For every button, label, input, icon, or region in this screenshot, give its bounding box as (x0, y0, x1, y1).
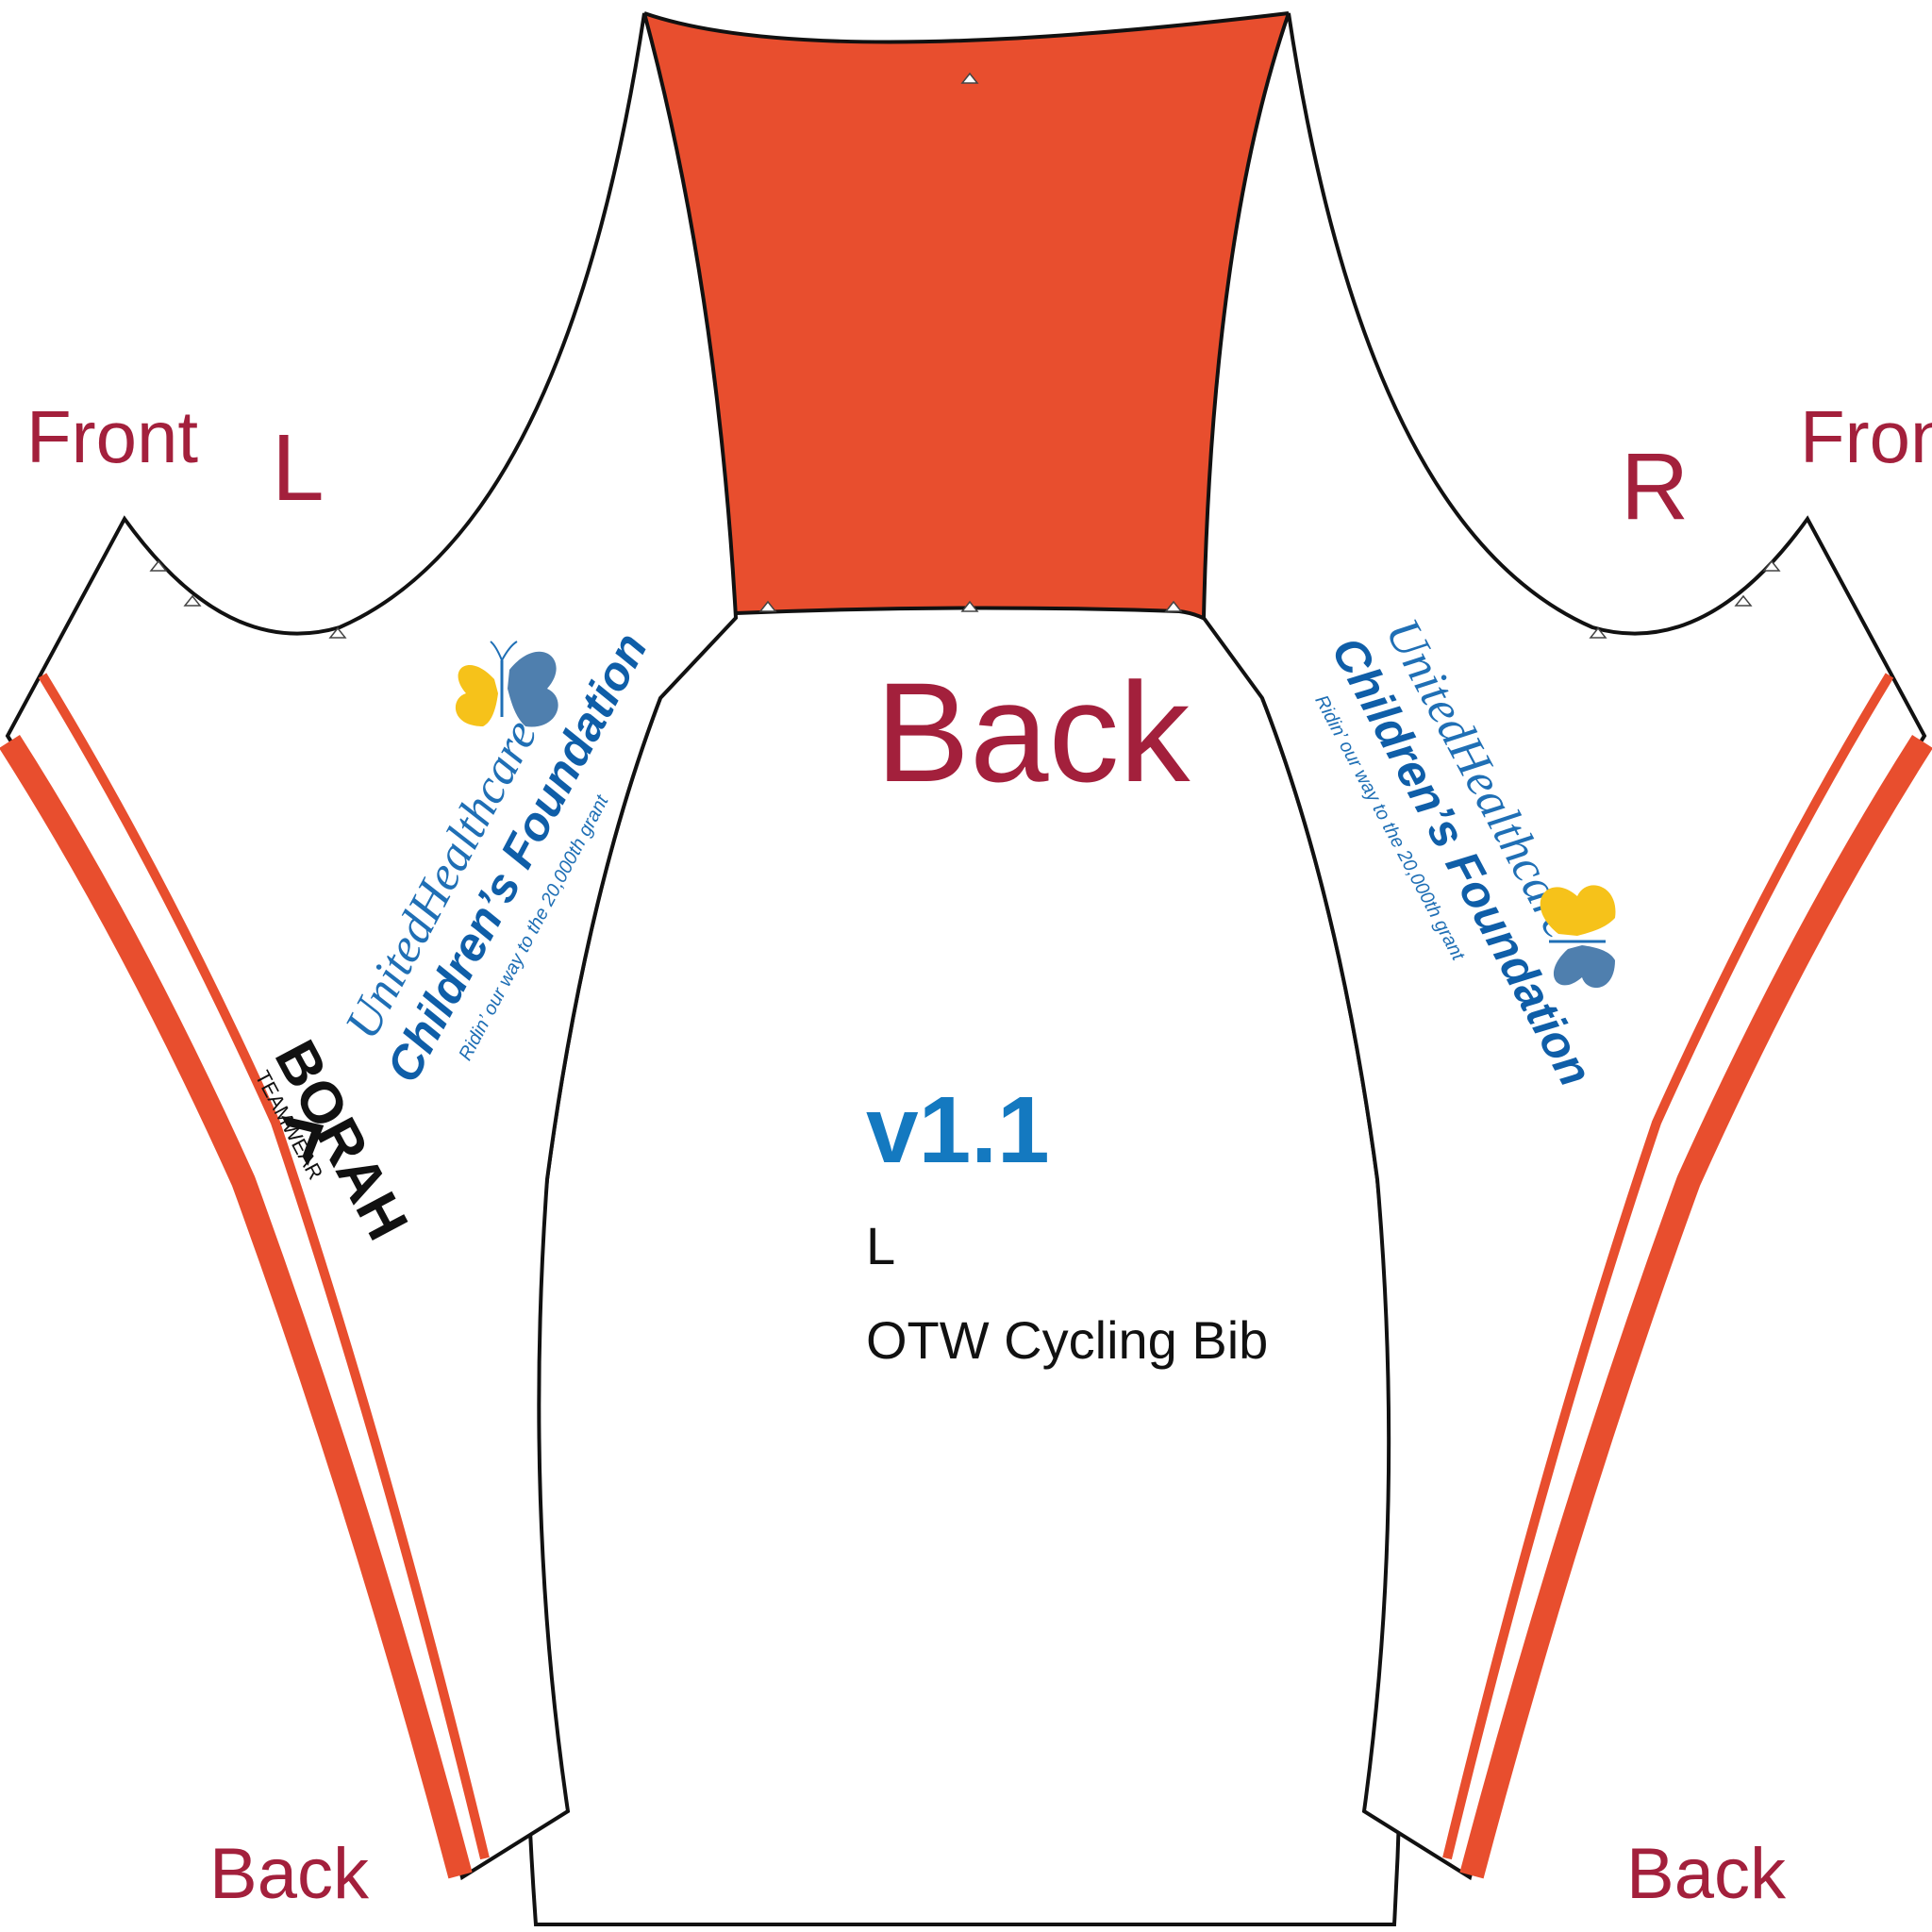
version-label: v1.1 (866, 1077, 1050, 1183)
center-top-strap (642, 11, 1291, 619)
center-back-label: Back (875, 653, 1191, 811)
butterfly-icon-right (1540, 885, 1616, 989)
left-front-label: Front (26, 395, 198, 478)
notch-marks (149, 72, 1781, 639)
left-side-panel (0, 12, 739, 1881)
size-label: L (866, 1216, 895, 1275)
mountain-icon (281, 1115, 325, 1166)
butterfly-icon (455, 641, 558, 727)
right-side-panel (1201, 12, 1932, 1881)
left-back-label: Back (209, 1834, 370, 1914)
right-side-label: R (1621, 434, 1689, 540)
right-front-label: Front (1800, 395, 1932, 478)
product-label: OTW Cycling Bib (866, 1310, 1268, 1370)
left-side-label: L (272, 415, 325, 521)
right-back-label: Back (1626, 1834, 1787, 1914)
